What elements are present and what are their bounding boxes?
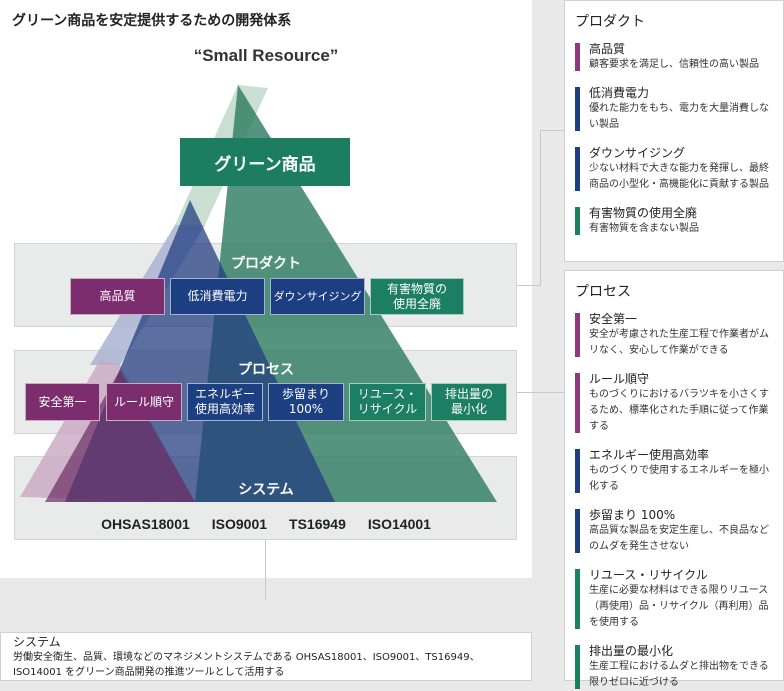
process-box-yield: 歩留まり 100% (268, 383, 344, 421)
system-panel-desc: 労働安全衛生、品質、環境などのマネジメントシステムである OHSAS18001、… (13, 652, 480, 678)
process-box-rules: ルール順守 (106, 383, 182, 421)
item-desc: 生産工程におけるムダと排出物をできる限りゼロに近づける (589, 661, 769, 688)
connector-line (517, 285, 541, 286)
panel-item: 低消費電力優れた能力をもち、電力を大量消費しない製品 (575, 85, 773, 133)
panel-item: 安全第一安全が考慮された生産工程で作業者がムリなく、安心して作業ができる (575, 311, 773, 359)
color-marker (575, 43, 580, 71)
connector-line (265, 540, 266, 600)
item-title: リユース・リサイクル (589, 568, 708, 582)
system-panel-title: システム (13, 635, 61, 649)
color-marker (575, 645, 580, 689)
color-marker (575, 147, 580, 191)
standard-iso9001: ISO9001 (211, 516, 268, 532)
diagram-subtitle: “Small Resource” (193, 46, 339, 65)
connector-line (540, 130, 541, 286)
color-marker (575, 509, 580, 553)
panel-item: ルール順守ものづくりにおけるバラツキを小さくするため、標準化された手順に従って作… (575, 371, 773, 435)
system-band-label: システム (238, 482, 294, 498)
item-title: 安全第一 (589, 312, 638, 326)
item-title: ダウンサイジング (589, 146, 686, 160)
process-box-energy: エネルギー 使用高効率 (187, 383, 263, 421)
panel-item: 排出量の最小化生産工程におけるムダと排出物をできる限りゼロに近づける (575, 643, 773, 691)
process-panel: プロセス 安全第一安全が考慮された生産工程で作業者がムリなく、安心して作業ができ… (564, 270, 784, 689)
item-desc: 顧客要求を満足し、信頼性の高い製品 (589, 59, 759, 70)
item-desc: 優れた能力をもち、電力を大量消費しない製品 (589, 103, 769, 130)
product-panel: プロダクト 高品質顧客要求を満足し、信頼性の高い製品低消費電力優れた能力をもち、… (564, 0, 784, 262)
item-title: ルール順守 (589, 372, 650, 386)
pyramid-purple-face (45, 370, 195, 502)
panel-item: ダウンサイジング少ない材料で大きな能力を発揮し、最終商品の小型化・高機能化に貢献… (575, 145, 773, 193)
panel-item: 高品質顧客要求を満足し、信頼性の高い製品 (575, 41, 773, 73)
standard-ts16949: TS16949 (289, 516, 346, 532)
item-title: 排出量の最小化 (589, 644, 674, 658)
item-desc: 少ない材料で大きな能力を発揮し、最終商品の小型化・高機能化に貢献する製品 (589, 163, 769, 190)
panel-item: 有害物質の使用全廃有害物質を含まない製品 (575, 205, 773, 237)
color-marker (575, 207, 580, 235)
system-panel: システム 労働安全衛生、品質、環境などのマネジメントシステムである OHSAS1… (0, 632, 532, 681)
process-box-emission: 排出量の 最小化 (431, 383, 507, 421)
connector-line (540, 130, 564, 131)
color-marker (575, 373, 580, 433)
color-marker (575, 87, 580, 131)
item-desc: 生産に必要な材料はできる限りリユース（再使用）品・リサイクル（再利用）品を使用す… (589, 585, 769, 628)
product-band-label: プロダクト (231, 256, 301, 272)
item-title: エネルギー使用高効率 (589, 448, 710, 462)
product-box-hazard-free: 有害物質の 使用全廃 (370, 278, 464, 315)
item-title: 歩留まり 100% (589, 508, 676, 522)
standard-ohsas: OHSAS18001 (101, 516, 190, 532)
process-panel-title: プロセス (575, 284, 631, 300)
item-title: 有害物質の使用全廃 (589, 206, 698, 220)
process-box-recycle: リユース・ リサイクル (349, 383, 426, 421)
product-box-low-power: 低消費電力 (170, 278, 265, 315)
connector-line (517, 392, 564, 393)
panel-item: 歩留まり 100% 高品質な製品を安定生産し、不良品などのムダを発生させない (575, 507, 773, 555)
item-desc: ものづくりにおけるバラツキを小さくするため、標準化された手順に従って作業する (589, 389, 769, 432)
process-box-safety: 安全第一 (25, 383, 100, 421)
process-band-label: プロセス (238, 362, 294, 378)
color-marker (575, 569, 580, 629)
color-marker (575, 313, 580, 357)
diagram-title: グリーン商品を安定提供するための開発体系 (12, 13, 292, 29)
diagram-area: グリーン商品を安定提供するための開発体系 “Small Resource” グリ… (0, 0, 532, 578)
item-desc: ものづくりで使用するエネルギーを極小化する (589, 465, 769, 492)
panel-item: リユース・リサイクル生産に必要な材料はできる限りリユース（再使用）品・リサイクル… (575, 567, 773, 631)
item-desc: 安全が考慮された生産工程で作業者がムリなく、安心して作業ができる (589, 329, 769, 356)
item-desc: 有害物質を含まない製品 (589, 223, 699, 234)
standard-iso14001: ISO14001 (367, 516, 431, 532)
color-marker (575, 449, 580, 493)
panel-item: エネルギー使用高効率ものづくりで使用するエネルギーを極小化する (575, 447, 773, 495)
item-title: 低消費電力 (589, 86, 650, 100)
product-panel-title: プロダクト (575, 14, 645, 30)
item-desc: 高品質な製品を安定生産し、不良品などのムダを発生させない (589, 525, 769, 552)
standards-list: OHSAS18001 ISO9001 TS16949 ISO14001 (0, 516, 532, 532)
green-product-label: グリーン商品 (180, 138, 350, 186)
item-title: 高品質 (589, 42, 626, 56)
product-box-quality: 高品質 (70, 278, 165, 315)
product-box-downsizing: ダウンサイジング (270, 278, 365, 315)
